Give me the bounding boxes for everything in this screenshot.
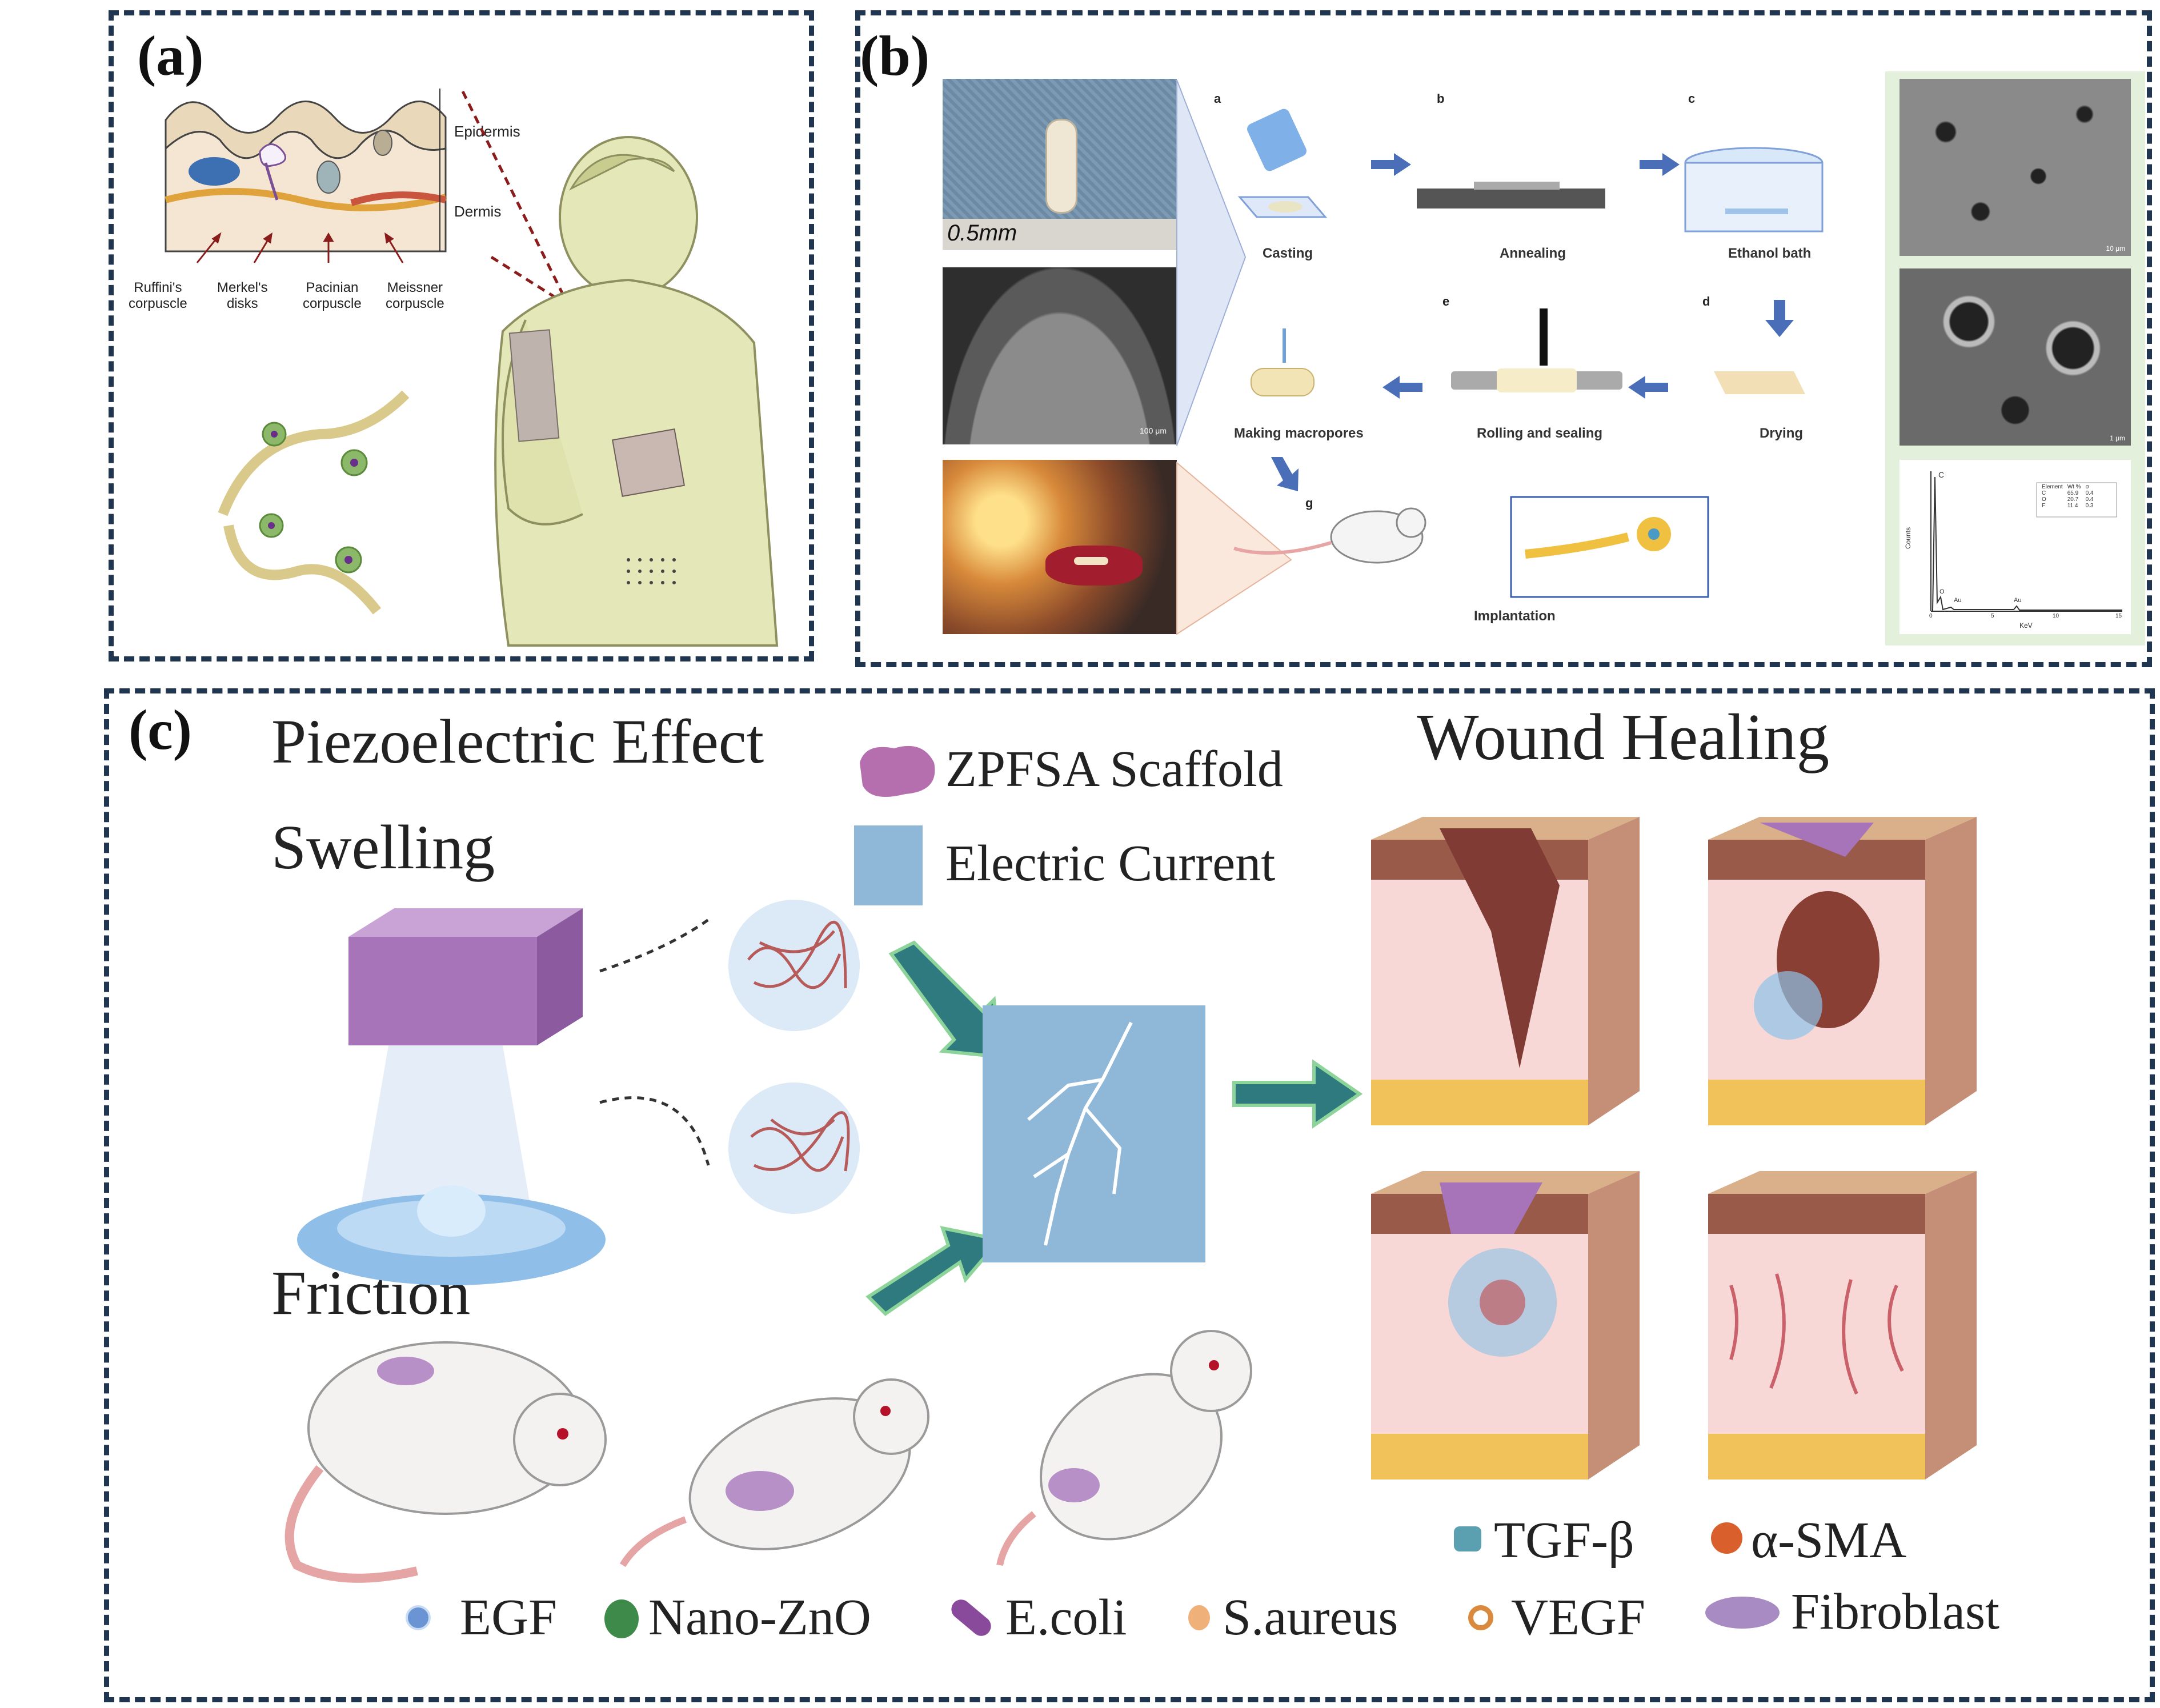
sem-surface-scale: 10 μm — [2106, 244, 2125, 252]
tgf-beta-icon — [1454, 1526, 1481, 1551]
rat-icon — [1233, 507, 1426, 564]
annealing-icon — [1417, 182, 1605, 209]
panel-b-label: (b) — [860, 24, 930, 87]
step-e-letter: e — [1442, 294, 1450, 308]
neuron-icon — [1525, 517, 1671, 559]
legend-egf: EGF — [460, 1589, 558, 1646]
fiber-circles — [599, 900, 860, 1214]
legend-fibroblast: Fibroblast — [1791, 1583, 2000, 1640]
process-step-icons — [1233, 109, 1824, 598]
ruffini-receptor-icon — [189, 157, 240, 186]
eds-ylabel: Counts — [1904, 527, 1913, 550]
swelling-label: Swelling — [271, 812, 495, 882]
sem-pores-photo: 1 μm — [1899, 268, 2131, 446]
caption-rolling-sealing: Rolling and sealing — [1477, 426, 1603, 441]
caption-making-macropores: Making macropores — [1234, 426, 1364, 441]
caption-implantation: Implantation — [1474, 608, 1556, 624]
step-a-letter: a — [1214, 91, 1221, 106]
eds-xtick-10: 10 — [2053, 613, 2059, 619]
eds-peak-au2: Au — [2014, 597, 2022, 604]
current-arrows — [865, 940, 1363, 1316]
eds-peak-au1: Au — [1954, 597, 1962, 604]
panel-a-label: (a) — [137, 24, 204, 87]
egf-icon — [406, 1605, 431, 1630]
human-figure-illustration — [461, 90, 779, 647]
eds-peak-o: O — [1939, 588, 1945, 595]
rat-1 — [284, 1341, 607, 1583]
receptor-label-merkel: Merkel's disks — [217, 280, 268, 311]
legend-electric-label: Electric Current — [945, 835, 1276, 892]
macropores-icon — [1251, 328, 1315, 396]
rat-2 — [619, 1378, 929, 1567]
step-c-letter: c — [1688, 91, 1696, 106]
dermis-label: Dermis — [454, 203, 502, 220]
process-arrows — [1271, 153, 1794, 491]
ethanol-bath-icon — [1684, 147, 1824, 232]
alpha-sma-icon — [1711, 1522, 1742, 1554]
rat-3 — [996, 1330, 1252, 1566]
wound-healing-title: Wound Healing — [1417, 701, 1830, 773]
legend-zpfsa-label: ZPFSA Scaffold — [945, 741, 1283, 797]
receptor-label-ruffini: Ruffini's corpuscle — [129, 280, 187, 311]
piezoelectric-title: Piezoelectric Effect — [271, 707, 764, 776]
legend-vegf: VEGF — [1511, 1589, 1646, 1646]
step-g-letter: g — [1305, 496, 1313, 510]
legend-alpha-sma: α-SMA — [1751, 1512, 1907, 1569]
surgery-photo — [943, 460, 1177, 634]
legend-tgf-beta: TGF-β — [1494, 1512, 1634, 1569]
meissner-receptor-icon — [373, 130, 392, 156]
legend-saureus: S.aureus — [1223, 1589, 1398, 1646]
receptor-label-meissner: Meissner corpuscle — [386, 280, 444, 311]
skin-block-1 — [1371, 817, 1640, 1125]
scaffold-block — [297, 908, 606, 1285]
skin-block-4 — [1708, 1171, 1977, 1480]
panel-c-label: (c) — [129, 698, 192, 761]
sem-surface-photo: 10 μm — [1899, 79, 2131, 256]
step-b-letter: b — [1437, 91, 1445, 106]
caption-annealing: Annealing — [1500, 246, 1566, 261]
caption-casting: Casting — [1263, 246, 1313, 261]
sem-scale-text: 100 μm — [1140, 426, 1167, 435]
legend-ecoli: E.coli — [1005, 1589, 1127, 1646]
sem-pores-scale: 1 μm — [2110, 434, 2125, 442]
receptor-label-pacinian: Pacinian corpuscle — [303, 280, 362, 311]
skin-block-2 — [1708, 817, 1977, 1125]
fibroblast-icon — [1705, 1597, 1780, 1629]
skin-cross-section — [165, 89, 447, 252]
eds-xtick-15: 15 — [2115, 613, 2122, 619]
eds-xtick-5: 5 — [1991, 613, 1994, 619]
nano-zno-icon — [604, 1599, 639, 1638]
scale-text: 0.5mm — [947, 220, 1017, 246]
eds-xlabel: KeV — [2019, 622, 2033, 630]
sem-cross-section-photo: 100 μm — [943, 267, 1177, 444]
neurons-illustration — [218, 390, 410, 615]
vegf-icon — [1468, 1605, 1493, 1630]
epidermis-label: Epidermis — [454, 123, 520, 140]
step-d-letter: d — [1702, 294, 1710, 308]
zpfsa-scaffold-icon — [860, 745, 935, 797]
electric-current-icon — [854, 825, 923, 905]
electric-current-box — [983, 1005, 1205, 1262]
legend-nano-zno: Nano-ZnO — [648, 1589, 871, 1646]
scaffold-photo: 0.5mm — [943, 79, 1177, 250]
caption-ethanol-bath: Ethanol bath — [1728, 246, 1812, 261]
caption-drying: Drying — [1760, 426, 1804, 441]
skin-block-3 — [1371, 1171, 1640, 1480]
rolling-sealing-icon — [1451, 308, 1622, 392]
receptor-arrows — [196, 232, 404, 263]
drying-icon — [1714, 371, 1805, 394]
saureus-icon — [1188, 1605, 1210, 1630]
pacinian-receptor-icon — [316, 161, 340, 194]
eds-peak-c: C — [1938, 470, 1945, 479]
eds-xtick-0: 0 — [1929, 613, 1933, 619]
casting-icon — [1237, 109, 1328, 218]
